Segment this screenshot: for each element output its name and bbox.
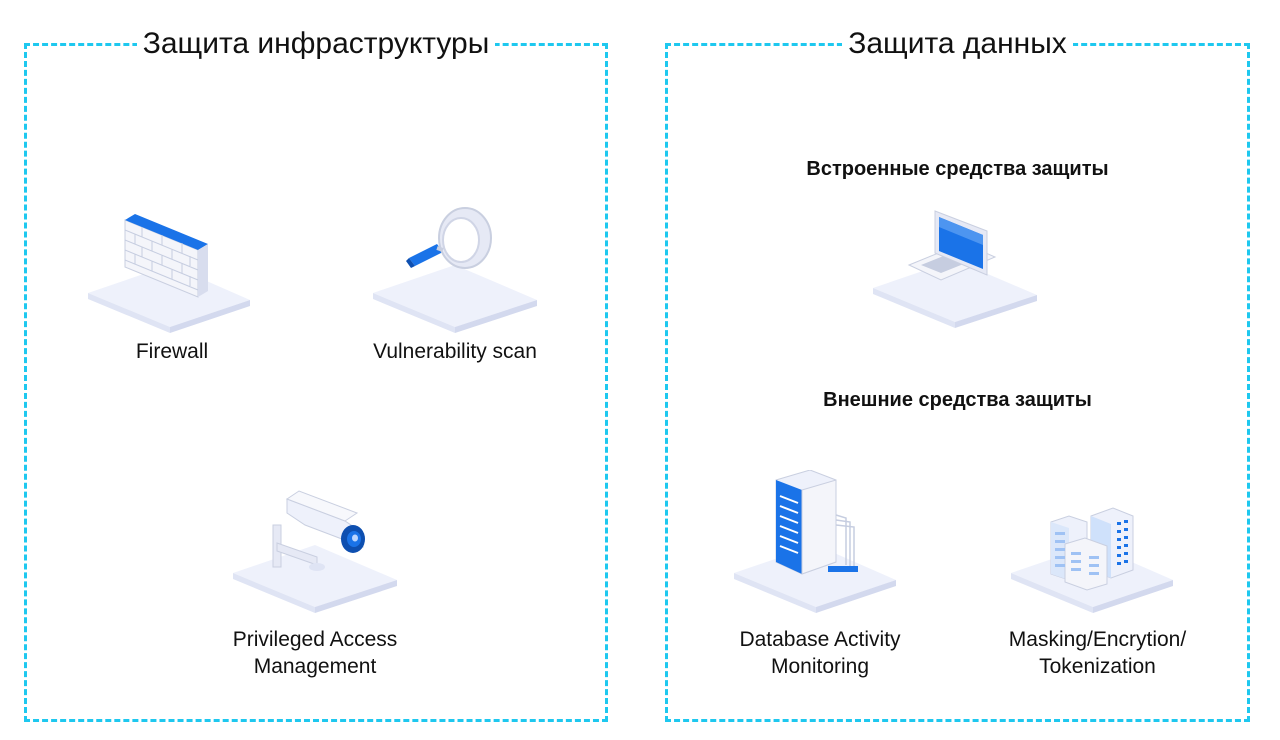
security-camera-icon	[225, 485, 405, 615]
infrastructure-panel-title: Защита инфраструктуры	[136, 22, 496, 66]
vulnerability-scan-label: Vulnerability scan	[373, 340, 537, 363]
data-protection-panel: Защита данных	[665, 22, 1250, 722]
buildings-icon	[1005, 490, 1180, 615]
firewall-label: Firewall	[135, 340, 209, 363]
brick-wall-icon	[80, 205, 260, 335]
magnifier-icon	[365, 200, 545, 335]
laptop-icon	[865, 205, 1045, 330]
pam-label: Privileged Access Management	[232, 628, 398, 678]
external-protection-heading: Внешние средства защиты	[823, 389, 1092, 411]
masking-label: Masking/Encrytion/ Tokenization	[1008, 628, 1187, 678]
dam-label: Database Activity Monitoring	[739, 628, 901, 678]
builtin-protection-heading: Встроенные средства защиты	[806, 158, 1109, 180]
server-icon	[728, 470, 903, 615]
data-protection-panel-title: Защита данных	[842, 22, 1073, 66]
infrastructure-panel: Защита инфраструктуры	[24, 22, 608, 722]
